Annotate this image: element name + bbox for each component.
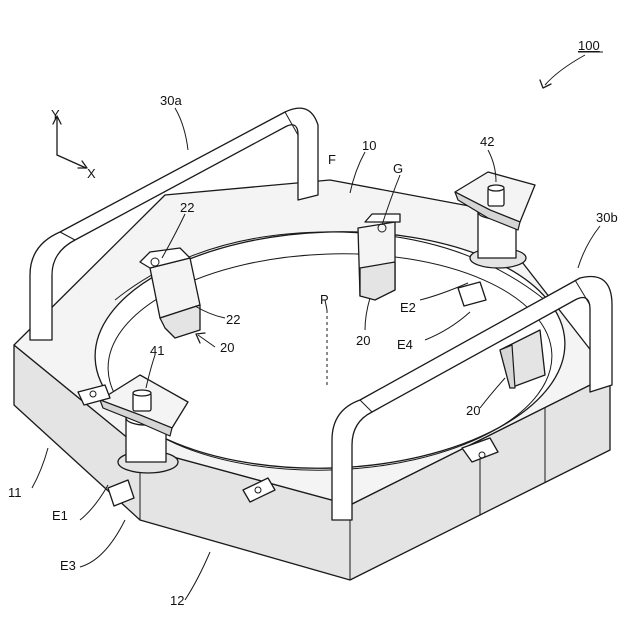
label-P: P <box>320 292 329 307</box>
label-30a: 30a <box>160 93 182 108</box>
label-20-left: 20 <box>220 340 234 355</box>
axis-label-y: Y <box>51 107 60 122</box>
label-11: 11 <box>8 485 22 500</box>
label-10: 10 <box>362 138 376 153</box>
label-30b: 30b <box>596 210 618 225</box>
label-G: G <box>393 161 403 176</box>
label-41: 41 <box>150 343 164 358</box>
label-22-side: 22 <box>226 312 240 327</box>
label-42: 42 <box>480 134 494 149</box>
label-20-right: 20 <box>466 403 480 418</box>
label-22-top: 22 <box>180 200 194 215</box>
label-100: 100 <box>578 38 600 53</box>
label-F: F <box>328 152 336 167</box>
label-E1: E1 <box>52 508 68 523</box>
label-E4: E4 <box>397 337 413 352</box>
label-20-center: 20 <box>356 333 370 348</box>
label-E2: E2 <box>400 300 416 315</box>
clamp-block-center <box>358 214 400 300</box>
label-12: 12 <box>170 593 184 608</box>
axis-label-x: X <box>87 166 96 181</box>
label-E3: E3 <box>60 558 76 573</box>
coordinate-axes <box>53 116 87 168</box>
